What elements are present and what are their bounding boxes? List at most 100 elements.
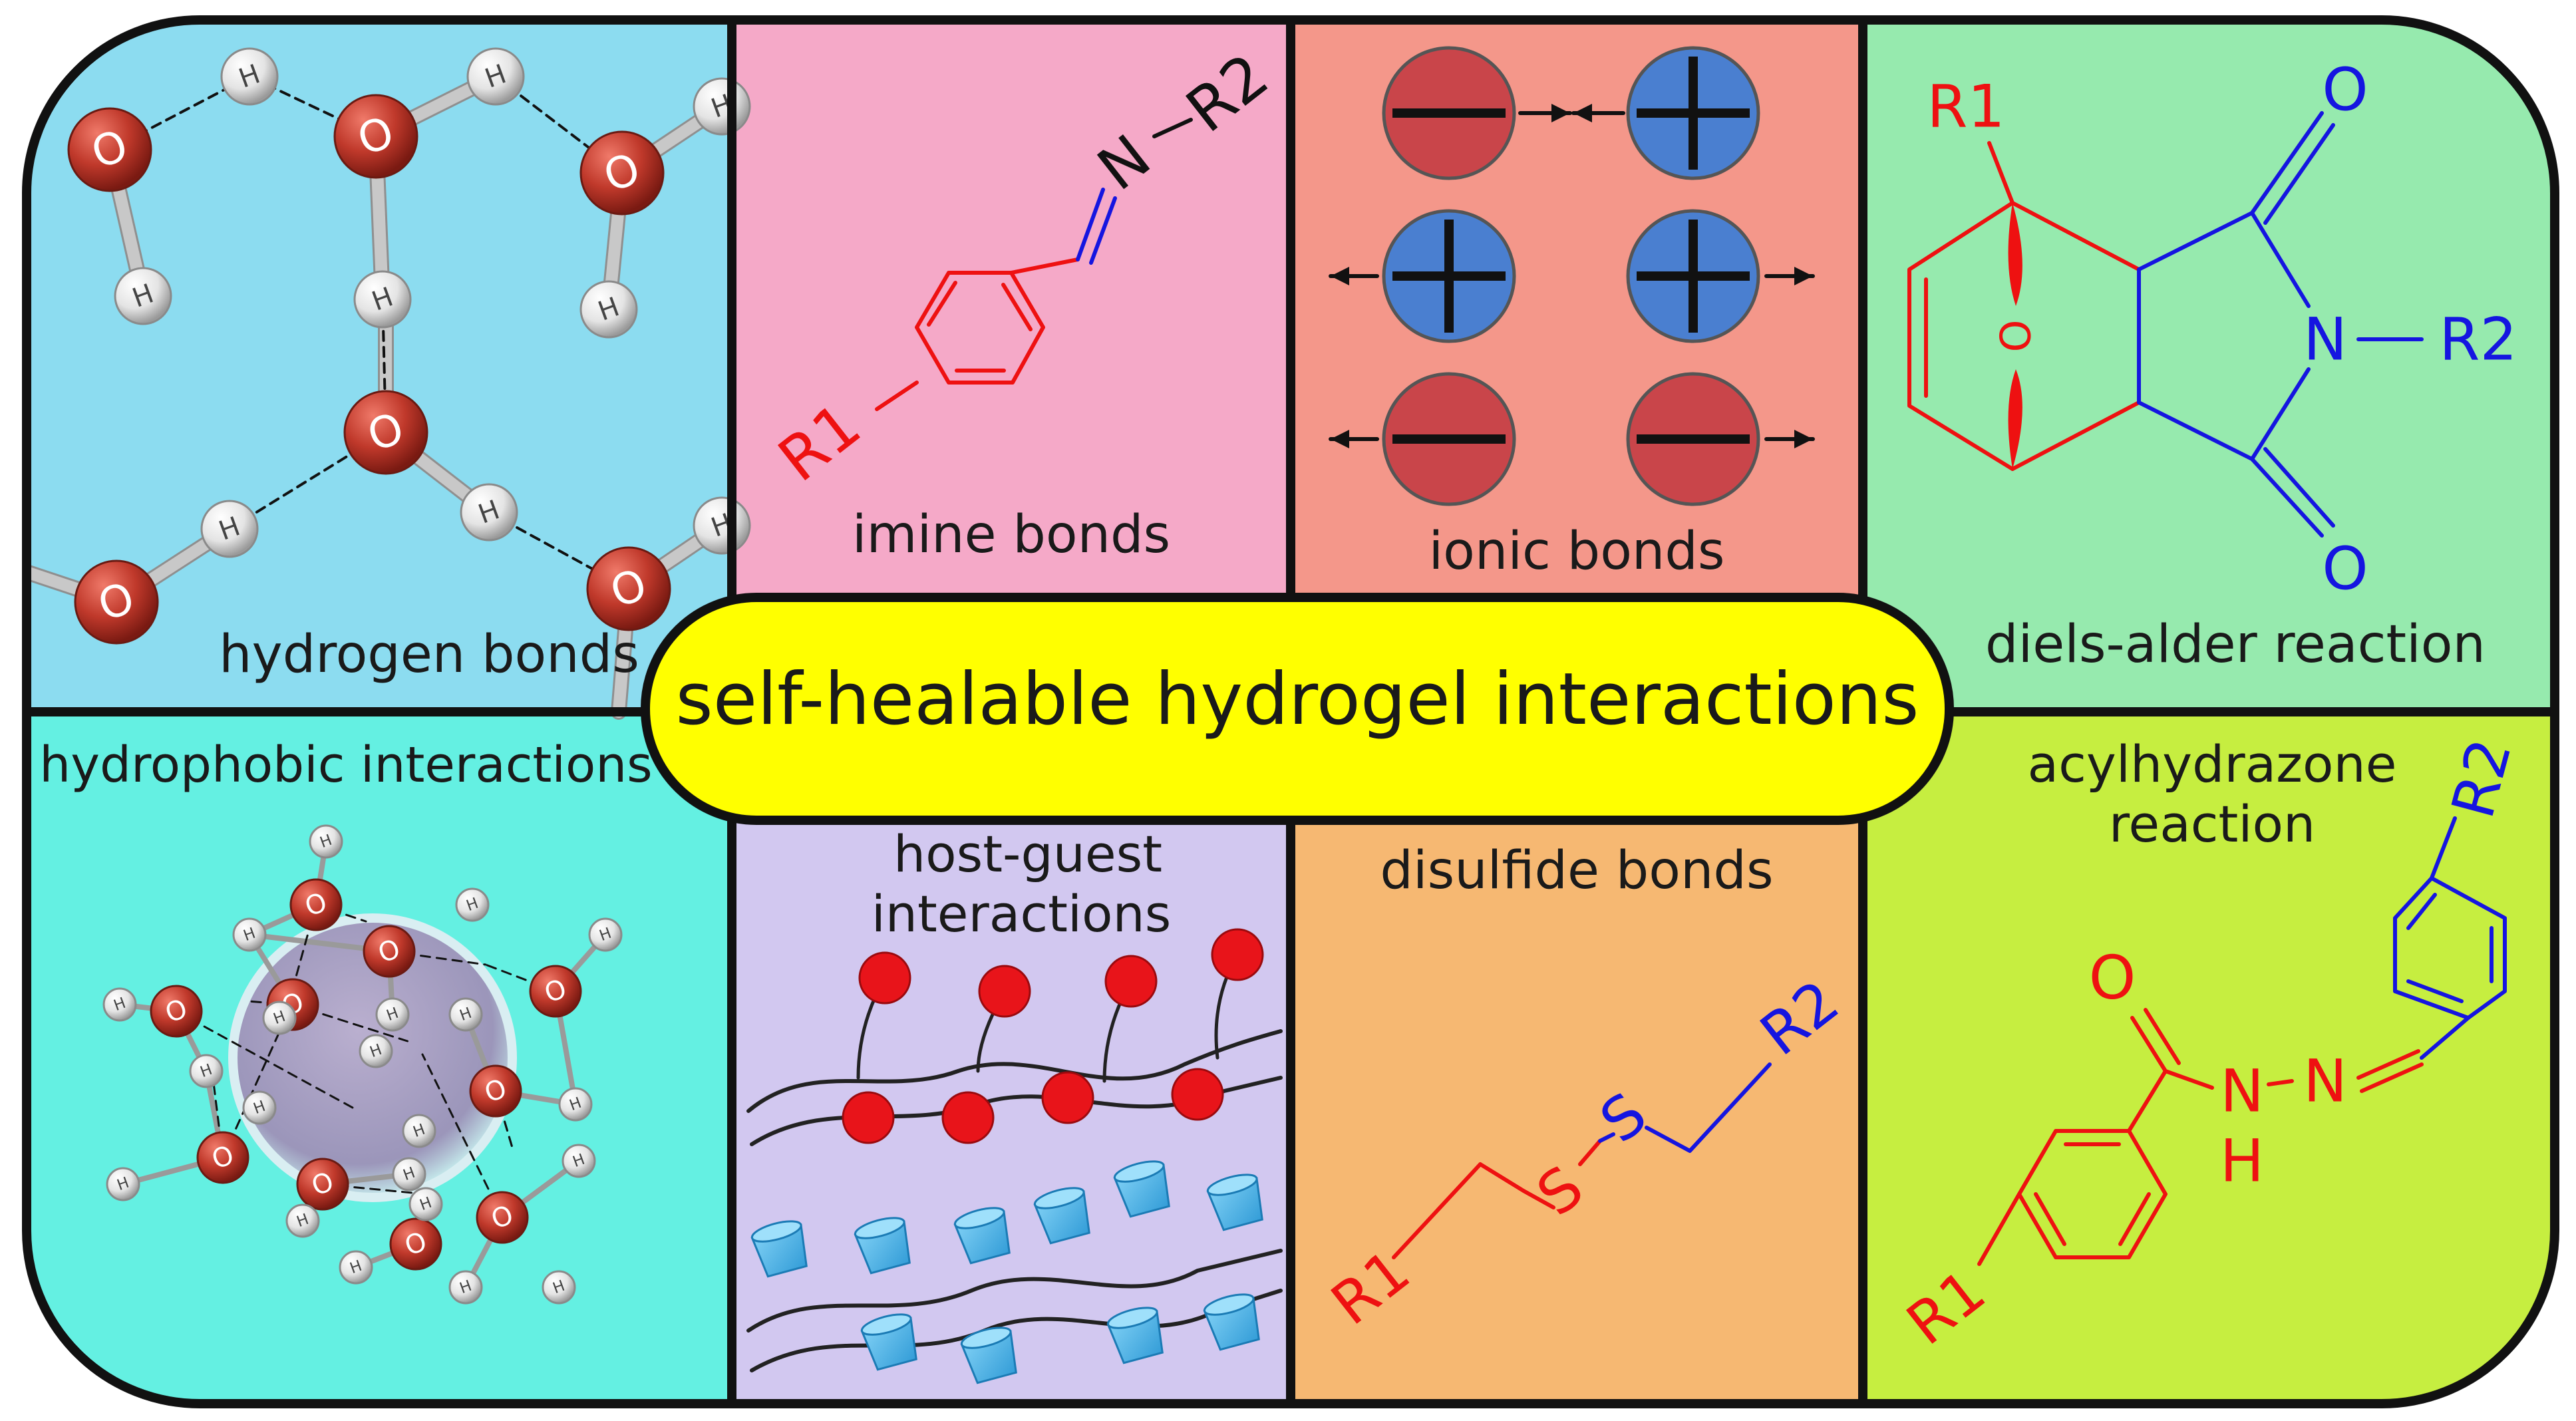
hydrogen-atom [200,500,259,558]
da-r2-label: R2 [2439,305,2517,374]
guest-molecule [1041,1071,1094,1124]
imine-ring-double-bond [927,281,957,327]
hydrogen-bond-dashed [212,1076,224,1159]
polymer-chain [746,1029,1283,1113]
acyl-r1-bond [1977,1192,2021,1266]
hydrogen-atom [102,987,137,1022]
guest-molecule [858,951,911,1005]
host-guest-polymer [746,928,1283,1384]
ionic-arrowhead [1794,430,1813,448]
guest-molecule [842,1091,895,1144]
host-cup-rim [1033,1187,1085,1209]
ionic-arrowhead [1331,430,1349,448]
acylhydrazone-label-line2: reaction [2109,794,2315,854]
imine-double-bond-1 [1076,188,1105,261]
imine-ch-bond [1009,257,1080,275]
disulfide-panel [1291,712,1863,1404]
host-cyclodextrin [860,1313,917,1371]
ionic-arrowhead [1794,267,1813,285]
oxygen-atom [150,985,203,1038]
hydrogen-bonds-label: hydrogen bonds [219,625,639,685]
acyl-carbonyl-link [2127,1069,2168,1133]
da-imide-bond [2250,211,2311,308]
hydrogen-atom [285,1203,320,1238]
ionic-arrowhead [1573,104,1592,122]
acyl-imine-double-bond [2360,1062,2424,1093]
acyl-ch-link [2420,1016,2470,1060]
host-cyclodextrin [1203,1293,1260,1351]
oxygen-atom [67,107,152,192]
da-r1-bond [1987,141,2014,205]
diels-alder-label: diels-alder reaction [1985,615,2486,675]
minus-sign [1637,434,1750,444]
guest-molecule [978,965,1031,1018]
acyl-imine-double-bond [2356,1049,2420,1080]
host-cup-rim [860,1313,912,1336]
title-banner [641,593,1954,825]
acyl-ring-double-bond [2034,1192,2066,1246]
oxygen-atom [363,925,416,978]
acyl-ring-double-bond [2406,893,2437,930]
da-imide-bond [2137,400,2254,461]
hydrogen-atom [460,483,518,542]
da-carbonyl [2250,457,2324,538]
host-guest-label-line2: interactions [872,884,1172,943]
da-top-oxygen-label: O [2322,56,2368,124]
guest-molecule [1171,1068,1224,1121]
hydrogen-atom [339,1250,373,1285]
acyl-ring-double-bond [2406,979,2464,1003]
host-cyclodextrin [1113,1160,1170,1218]
imine-double-bond-2 [1089,196,1117,265]
hydrogen-atom [114,267,172,325]
host-cyclodextrin [960,1327,1017,1384]
hydrogen-atom [402,1114,436,1148]
da-imide-bond [2137,211,2254,271]
ionic-arrowhead [1551,104,1570,122]
plus-sign-v [1444,220,1454,333]
acylhydrazone-label-line1: acylhydrazone [2028,734,2397,794]
minus-sign [1392,108,1506,118]
hydrogen-bond-dashed [484,963,557,993]
da-r1-label: R1 [1927,73,2005,141]
ionic-charges [1329,46,1815,506]
disulfide-s-s-bond-blue [1598,1132,1615,1143]
hydrogen-atom [455,887,490,922]
hydrogen-atom [588,917,623,952]
da-nitrogen-label: N [2303,305,2347,374]
host-cup-rim [854,1217,905,1239]
guest-molecule [1104,955,1158,1008]
disulfide-s-s-bond-red [1578,1139,1602,1166]
imine-n-r2-bond [1152,118,1193,138]
hydrogen-atom [359,1034,393,1068]
host-guest-label-line1: host-guest [893,824,1162,883]
host-cup-rim [1106,1307,1158,1329]
acyl-ring-double-bond [2118,1192,2151,1246]
da-cyclohexene-left [1907,201,2014,471]
hydrogen-atom [448,997,483,1032]
hydrogen-atom [106,1167,140,1201]
oxygen-atom [586,546,671,631]
da-oxygen-bridge-label: O [1992,320,2040,353]
oxygen-atom [529,965,582,1018]
plus-sign-v [1689,57,1698,170]
acyl-r2-bond [2430,816,2457,880]
da-carbonyl [2263,447,2335,528]
acyl-nh-nitrogen-label: N [2220,1057,2264,1126]
imine-r1-bond [875,381,919,411]
da-wedge-bond [2008,369,2022,469]
acyl-oxygen-label: O [2089,943,2136,1013]
da-carbonyl [2263,123,2335,225]
host-cyclodextrin [854,1217,911,1275]
imine-bonds-label: imine bonds [852,505,1170,565]
oxygen-atom [343,390,428,475]
hydrogen-atom [232,917,267,952]
host-cyclodextrin [750,1220,808,1278]
minus-sign [1392,434,1506,444]
host-cup-rim [960,1327,1012,1349]
hydrogen-atom [466,47,525,106]
acyl-carbonyl [2130,1016,2168,1073]
